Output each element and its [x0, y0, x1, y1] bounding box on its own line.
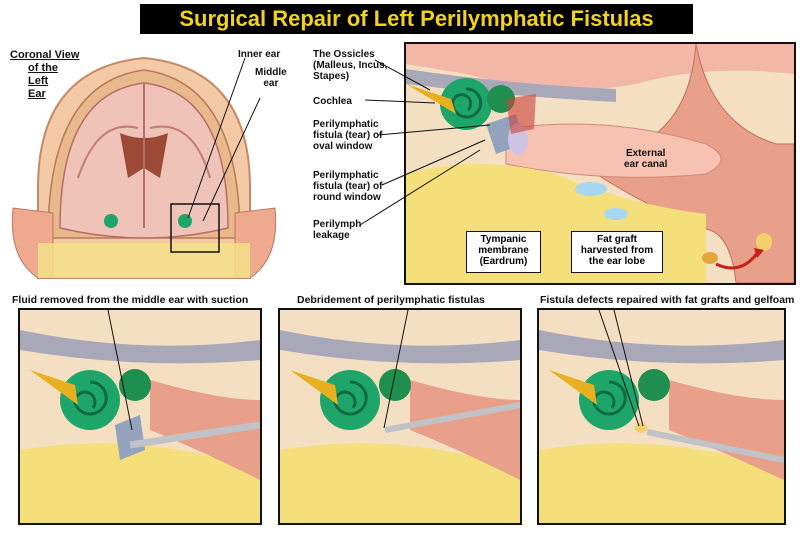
title-banner: Surgical Repair of Left Perilymphatic Fi… [140, 4, 693, 34]
fat-graft-repair-drawing [539, 310, 784, 523]
middle-ear-label: Middle ear [255, 67, 287, 89]
external-ear-canal-label: External ear canal [624, 148, 668, 170]
debridement-drawing [280, 310, 520, 523]
step-2-caption: Debridement of perilymphatic fistulas [297, 294, 485, 306]
inner-ear-label: Inner ear [238, 49, 281, 60]
oval-window-fistula-label: Perilymphatic fistula (tear) of oval win… [313, 119, 383, 152]
suction-drawing [20, 310, 260, 523]
round-window-fistula-label: Perilymphatic fistula (tear) of round wi… [313, 170, 383, 203]
tympanic-membrane-label: Tympanic membrane (Eardrum) [466, 231, 541, 273]
ear-detail-panel: External ear canal Tympanic membrane (Ea… [404, 42, 796, 285]
ossicles-label: The Ossicles (Malleus, Incus, Stapes) [313, 49, 388, 82]
cochlea-label: Cochlea [313, 96, 352, 107]
perilymph-leakage-label: Perilymph leakage [313, 219, 362, 241]
coronal-view-illustration [8, 38, 280, 288]
step-2-panel [278, 308, 522, 525]
step-1-panel [18, 308, 262, 525]
step-1-caption: Fluid removed from the middle ear with s… [12, 294, 249, 306]
coronal-head-drawing [11, 56, 277, 279]
fat-graft-label: Fat graft harvested from the ear lobe [571, 231, 663, 273]
page-title: Surgical Repair of Left Perilymphatic Fi… [179, 6, 654, 31]
step-3-panel [537, 308, 786, 525]
step-3-caption: Fistula defects repaired with fat grafts… [540, 294, 795, 306]
coronal-view-label: Coronal View of the Left Ear [10, 49, 80, 100]
